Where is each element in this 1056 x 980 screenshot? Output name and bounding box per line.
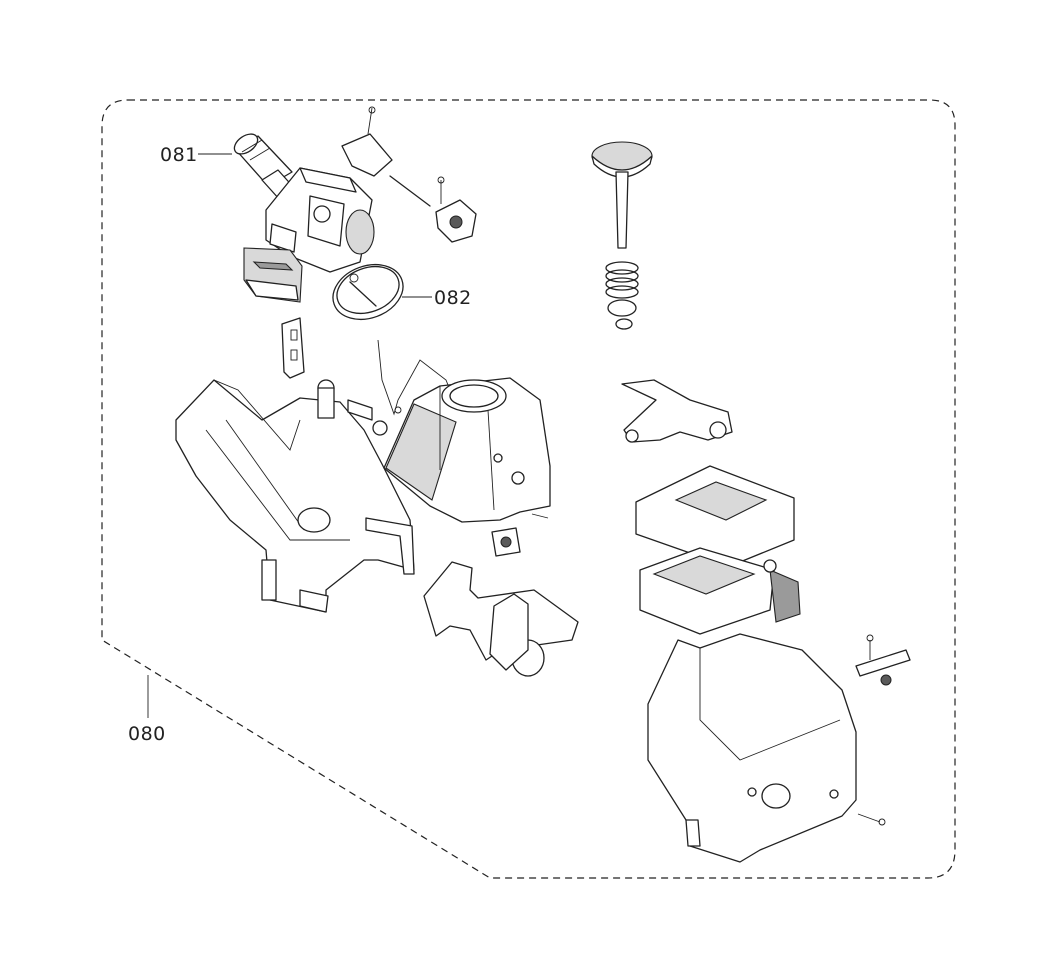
callout-label-081: 081 — [160, 144, 198, 166]
callout-label-080: 080 — [128, 723, 166, 745]
callout-080[interactable]: 080 — [128, 675, 166, 745]
left-main-frame[interactable] — [175, 379, 415, 613]
callout-081[interactable]: 081 — [160, 144, 232, 166]
right-main-frame[interactable] — [647, 633, 886, 863]
square-grommet[interactable] — [491, 527, 521, 557]
right-lever[interactable] — [621, 379, 733, 443]
valve-block-assembly[interactable] — [265, 106, 477, 273]
part-081-sleeve[interactable] — [231, 130, 297, 201]
assembly-boundary — [101, 99, 956, 879]
brew-tray[interactable] — [635, 465, 801, 635]
pump-housing[interactable] — [383, 377, 551, 523]
mounting-bracket[interactable] — [855, 634, 911, 686]
part-082-oring[interactable] — [325, 255, 410, 328]
grey-clip[interactable] — [243, 247, 303, 303]
callout-082[interactable]: 082 — [402, 287, 472, 309]
callout-label-082: 082 — [434, 287, 472, 309]
piston-spring-assembly[interactable] — [591, 141, 653, 330]
small-bracket[interactable] — [281, 317, 305, 379]
lever-arms[interactable] — [423, 561, 579, 677]
